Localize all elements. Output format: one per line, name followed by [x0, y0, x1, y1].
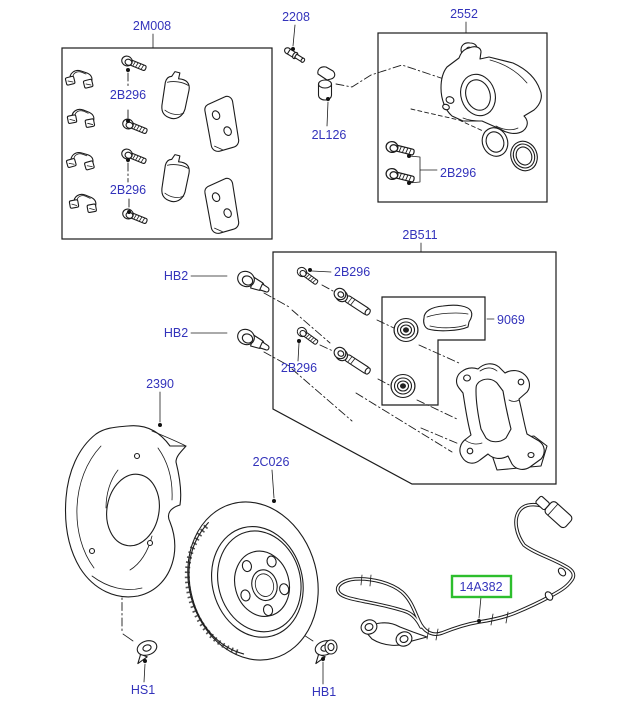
highlight-box	[450, 574, 513, 599]
caliper-carrier-bracket	[456, 363, 548, 471]
callout-carrier-kit[interactable]: 2B511	[402, 228, 437, 242]
callout-brake-disc[interactable]: 2C026	[253, 455, 290, 469]
callout-disc-screw[interactable]: HB1	[312, 685, 336, 699]
abs-sensor-head	[535, 495, 573, 529]
callout-guide-bolt-upper[interactable]: 2B296	[334, 265, 370, 279]
boot-kit-inner-box	[381, 296, 486, 406]
dust-shield	[65, 425, 187, 598]
pad-kit-bolts	[119, 54, 150, 227]
callout-pad-bolts-upper[interactable]: 2B296	[110, 88, 146, 102]
grease-sachet	[423, 304, 473, 332]
caliper-bolts	[384, 139, 416, 186]
caliper-box	[377, 32, 548, 203]
callout-guide-cap-upper[interactable]: HB2	[164, 269, 188, 283]
callout-pad-bolts-lower[interactable]: 2B296	[110, 183, 146, 197]
brake-disc	[184, 501, 319, 661]
bleed-screw	[284, 47, 306, 63]
callout-caliper[interactable]: 2552	[450, 7, 478, 21]
abs-sensor-harness	[324, 495, 576, 655]
callout-shield-screw[interactable]: HS1	[131, 683, 155, 697]
guide-pin-caps	[234, 268, 273, 356]
callout-guide-bolt-lower[interactable]: 2B296	[281, 361, 317, 375]
guide-pin-bolts	[294, 265, 321, 348]
callout-leaders	[126, 21, 495, 685]
guide-pin-boots	[390, 317, 419, 399]
pad-retaining-clips	[64, 69, 99, 214]
callout-guide-cap-lower[interactable]: HB2	[164, 326, 188, 340]
pad-kit-box	[61, 47, 273, 240]
piston-seals	[481, 127, 538, 172]
carrier-kit-box	[272, 251, 557, 485]
callout-caliper-bolts[interactable]: 2B296	[440, 166, 476, 180]
callout-abs-sensor[interactable]: 14A382	[459, 580, 502, 594]
callout-pad-kit[interactable]: 2M008	[133, 19, 171, 33]
callout-dust-shield[interactable]: 2390	[146, 377, 174, 391]
hose-bracket	[317, 66, 336, 101]
callout-hose-bracket[interactable]: 2L126	[312, 128, 347, 142]
callout-bleed-screw[interactable]: 2208	[282, 10, 310, 24]
guide-pins	[330, 285, 374, 379]
callout-grease-sachet[interactable]: 9069	[497, 313, 525, 327]
caliper-body	[440, 42, 542, 134]
brake-pads	[160, 70, 243, 236]
